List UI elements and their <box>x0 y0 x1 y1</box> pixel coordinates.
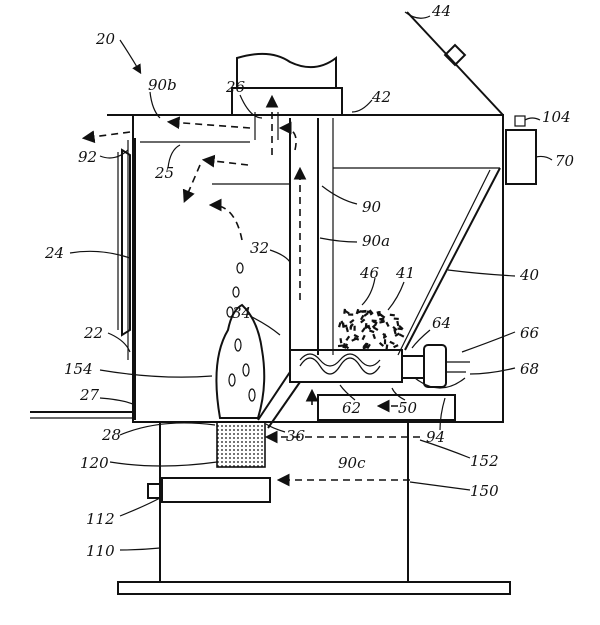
label-150: 150 <box>470 482 499 500</box>
label-120: 120 <box>80 454 109 472</box>
reference-labels: 20 44 42 26 90b 104 92 25 70 90 24 32 90… <box>44 2 575 560</box>
label-154: 154 <box>64 360 93 378</box>
cabinet <box>107 114 504 423</box>
label-64: 64 <box>432 314 451 332</box>
label-26: 26 <box>225 78 246 96</box>
label-90a: 90a <box>362 232 390 250</box>
control-box <box>505 115 537 185</box>
label-28: 28 <box>101 426 121 444</box>
hopper-lid <box>406 11 504 116</box>
label-32: 32 <box>250 239 269 257</box>
door-panel <box>117 140 131 360</box>
label-44: 44 <box>431 2 451 20</box>
label-22: 22 <box>83 324 103 342</box>
pedestal <box>117 422 511 595</box>
airflow-arrows <box>81 94 420 487</box>
center-duct <box>212 118 334 355</box>
label-90c: 90c <box>338 454 366 472</box>
pellets <box>337 308 405 350</box>
flame <box>215 262 266 419</box>
label-62: 62 <box>342 399 361 417</box>
label-40: 40 <box>519 266 540 284</box>
label-66: 66 <box>520 324 540 342</box>
exhaust-outlet <box>231 52 343 140</box>
label-94: 94 <box>426 428 445 446</box>
label-41: 41 <box>395 264 415 282</box>
label-46: 46 <box>359 264 380 282</box>
hopper <box>333 167 501 356</box>
label-90b: 90b <box>148 76 177 94</box>
label-68: 68 <box>520 360 539 378</box>
label-24: 24 <box>44 244 64 262</box>
leader-lines <box>69 11 553 551</box>
label-27: 27 <box>79 386 100 404</box>
floor-shelf <box>30 394 456 421</box>
label-42: 42 <box>371 88 391 106</box>
label-34: 34 <box>232 304 251 322</box>
label-20: 20 <box>95 30 116 48</box>
label-70: 70 <box>555 152 575 170</box>
label-110: 110 <box>86 542 115 560</box>
label-25: 25 <box>154 164 174 182</box>
label-152: 152 <box>470 452 499 470</box>
burn-chute <box>257 371 301 429</box>
label-112: 112 <box>86 510 115 528</box>
label-92: 92 <box>78 148 97 166</box>
auger-assembly <box>289 344 470 389</box>
label-90: 90 <box>362 198 382 216</box>
label-50: 50 <box>398 399 418 417</box>
label-104: 104 <box>542 108 571 126</box>
label-36: 36 <box>286 427 306 445</box>
fire-pot <box>147 421 271 503</box>
